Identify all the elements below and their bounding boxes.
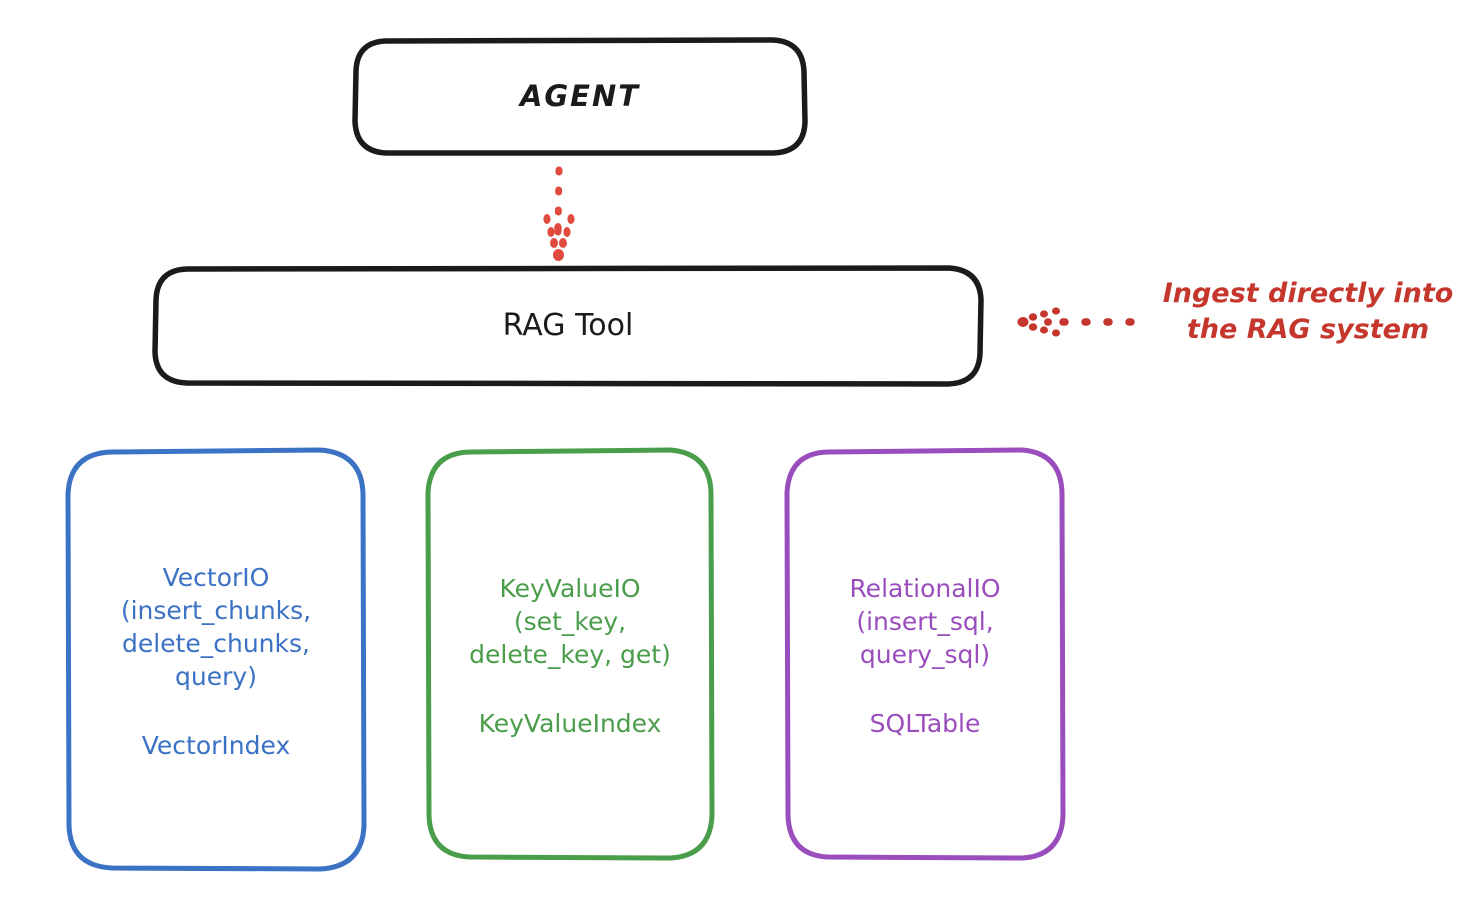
rag-tool-node[interactable]: RAG Tool [155, 268, 981, 384]
key-value-io-label: KeyValueIO (set_key, delete_key, get) [469, 574, 671, 669]
ingest-annotation-text: Ingest directly into the RAG system [1162, 278, 1454, 345]
key-value-io-node[interactable]: KeyValueIO (set_key, delete_key, get) Ke… [428, 450, 712, 860]
relational-io-label: RelationalIO (insert_sql, query_sql) [849, 574, 1001, 669]
vector-io-box-outline[interactable] [65, 447, 367, 872]
arrow-down-icon [543, 214, 575, 261]
vector-io-node[interactable]: VectorIO (insert_chunks, delete_chunks, … [68, 450, 364, 870]
key-value-io-box-outline[interactable] [425, 447, 715, 861]
agent-node[interactable]: AGENT [355, 40, 805, 154]
rag-tool-label: RAG Tool [502, 307, 634, 343]
agent-label: AGENT [519, 79, 641, 114]
vector-io-label: VectorIO (insert_chunks, delete_chunks, … [120, 562, 312, 691]
vector-index-label: VectorIndex [141, 730, 291, 760]
relational-io-box-outline[interactable] [784, 447, 1066, 861]
arrow-left-icon [1017, 307, 1060, 337]
ingest-to-rag-tool-connector [1017, 307, 1144, 337]
key-value-index-label: KeyValueIndex [478, 709, 662, 738]
rag-tool-box-outline[interactable] [152, 265, 984, 387]
agent-box-outline[interactable] [352, 37, 808, 156]
relational-io-node[interactable]: RelationalIO (insert_sql, query_sql) SQL… [788, 450, 1062, 860]
sql-table-label: SQLTable [869, 709, 981, 738]
agent-to-rag-tool-connector [543, 166, 575, 261]
